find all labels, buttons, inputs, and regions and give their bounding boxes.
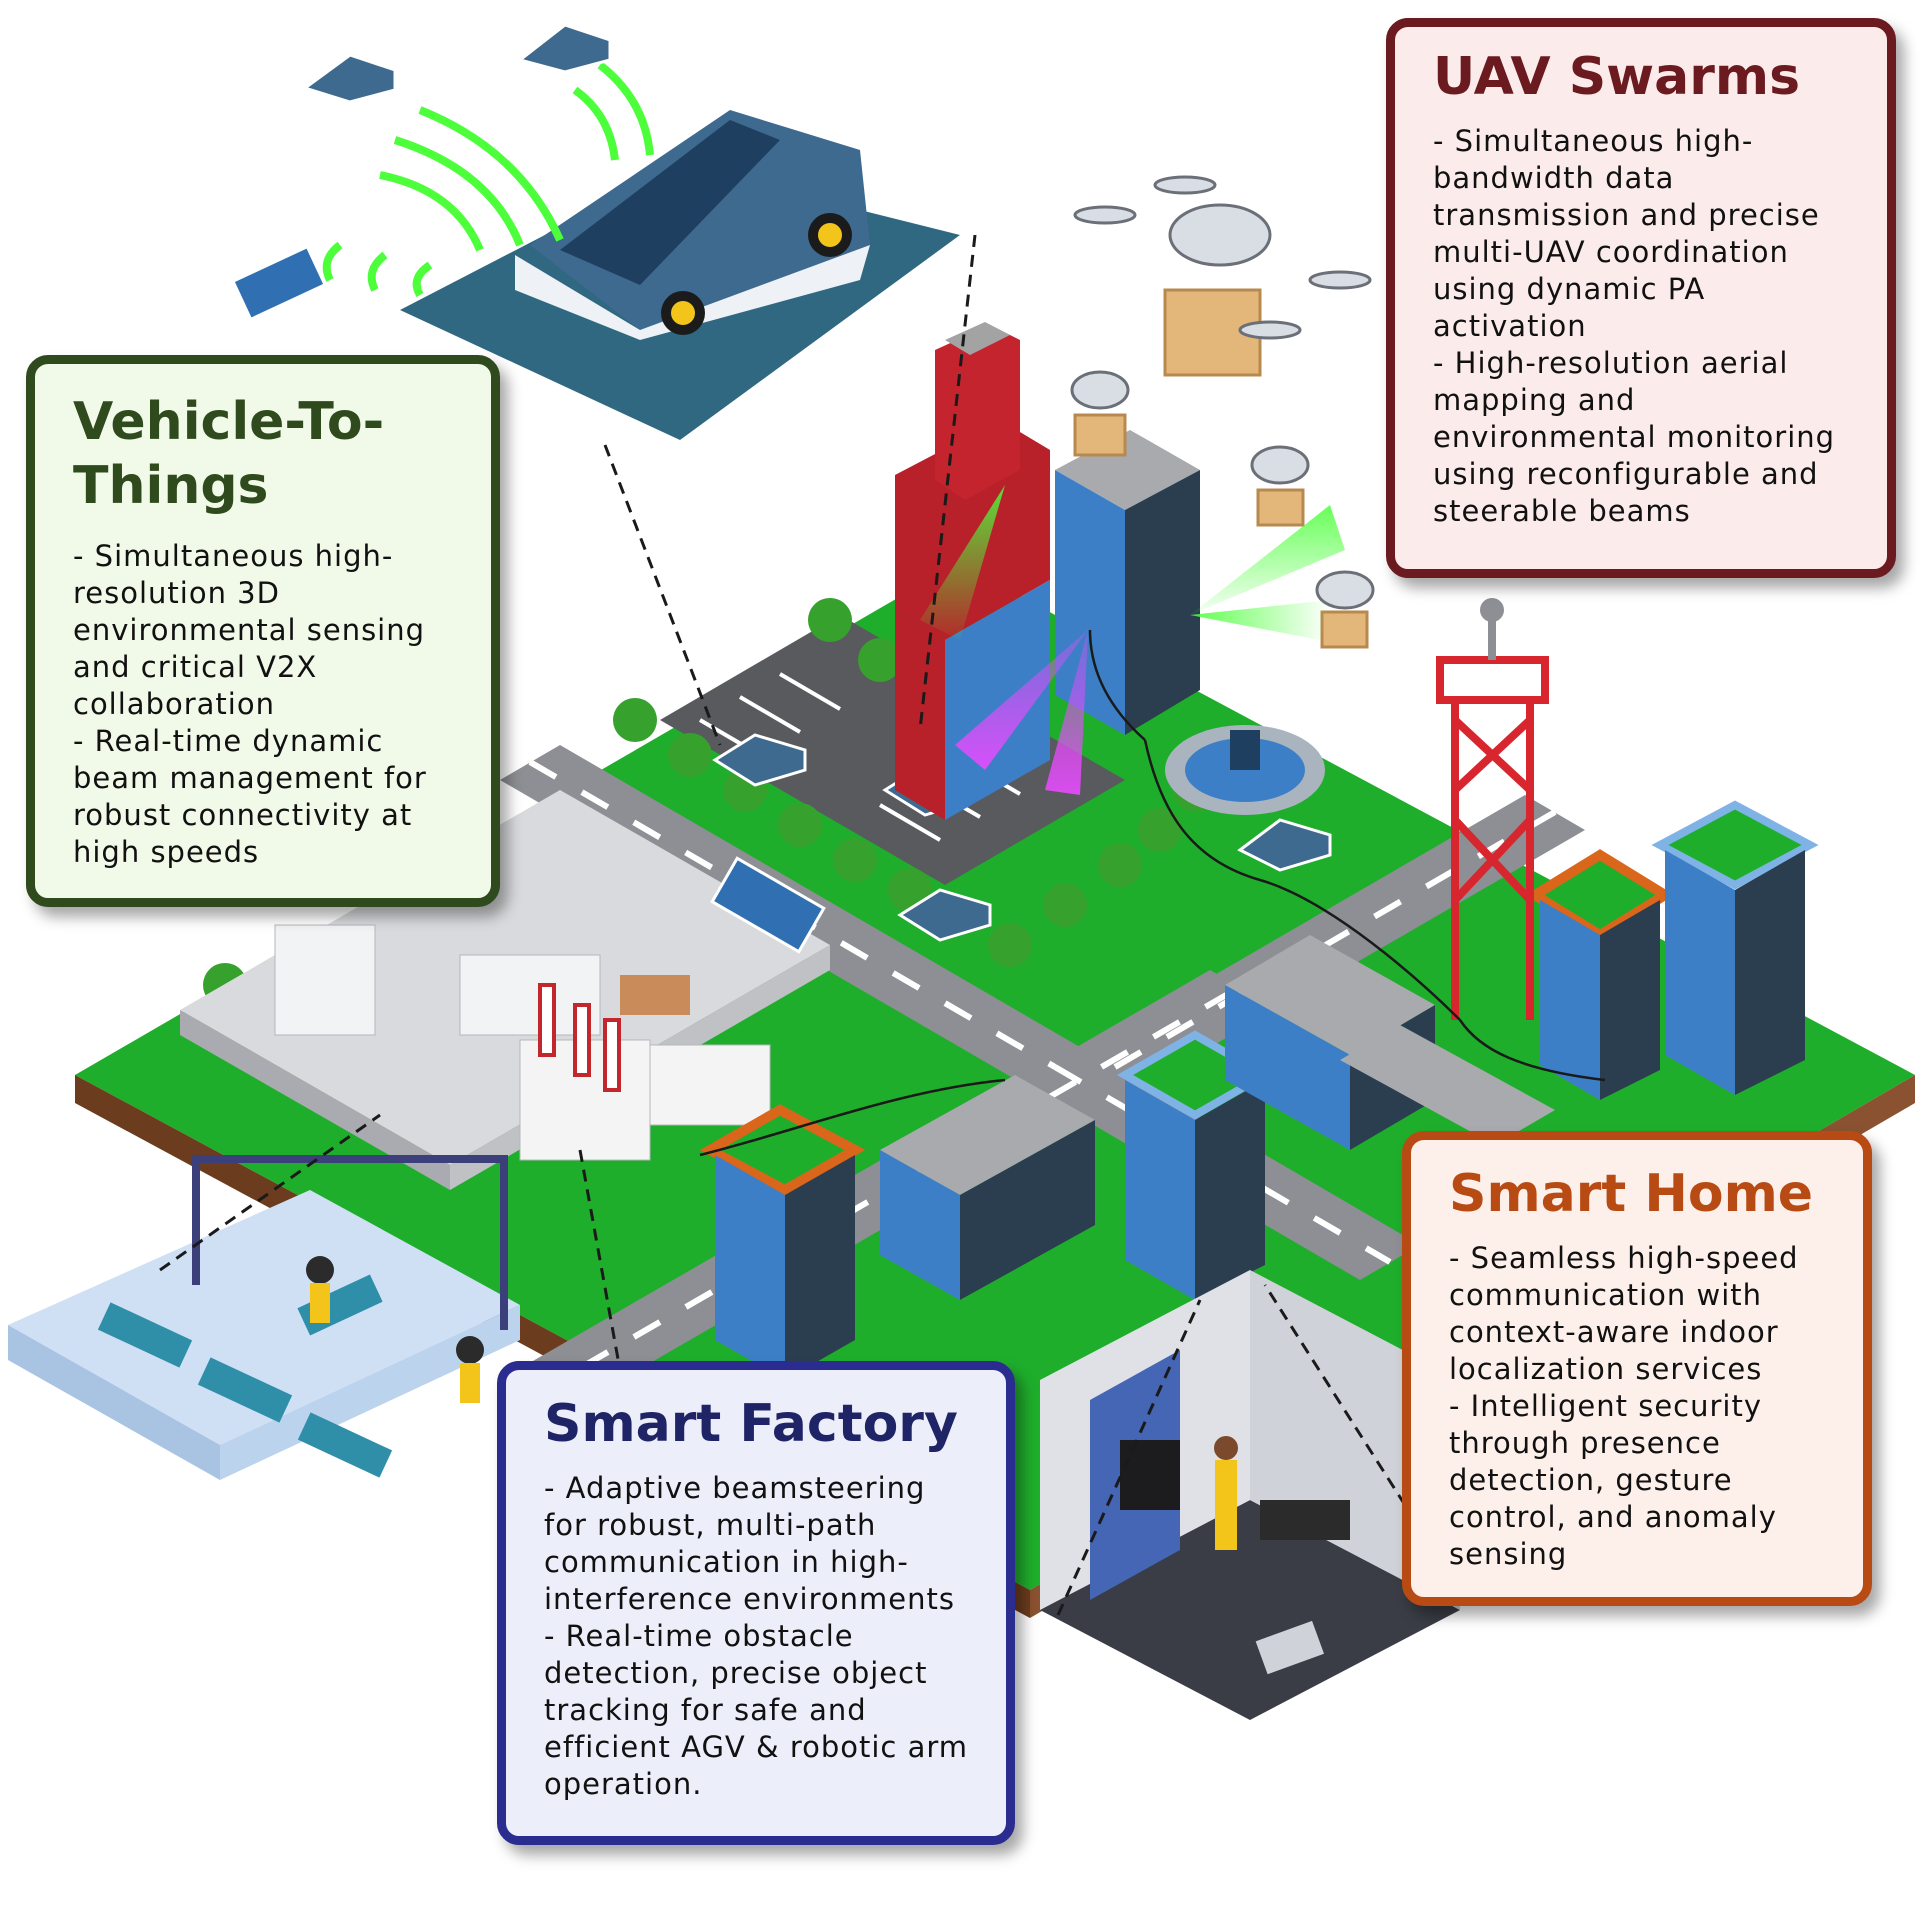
smart-factory-title: Smart Factory [544, 1394, 958, 1454]
cables [699, 629, 1606, 1157]
smart-home-line: through presence [1449, 1426, 1721, 1460]
uav-line: activation [1433, 309, 1587, 343]
smart-home-line: localization services [1449, 1352, 1763, 1386]
uav-line: transmission and precise [1433, 198, 1820, 232]
blue-tower [1055, 430, 1200, 735]
v2x-line: and critical V2X [73, 650, 318, 684]
uav-line: using dynamic PA [1433, 272, 1706, 306]
v2x-card: Vehicle-To-Things - Simultaneous high- r… [26, 355, 500, 907]
smart-factory-line: efficient AGV & robotic arm [544, 1730, 969, 1764]
uav-card: UAV Swarms - Simultaneous high- bandwidt… [1386, 18, 1896, 578]
v2x-line: robust connectivity at [73, 798, 413, 832]
v2x-title: Vehicle-To-Things [73, 392, 385, 516]
smart-factory-line: tracking for safe and [544, 1693, 867, 1727]
smart-factory-line: communication in high- [544, 1545, 909, 1579]
uav-line: - Simultaneous high- [1433, 124, 1754, 158]
orange-buildings [699, 800, 1819, 1380]
v2x-description: - Simultaneous high- resolution 3D envir… [73, 538, 461, 871]
smart-home-line: detection, gesture [1449, 1463, 1733, 1497]
smart-factory-line: detection, precise object [544, 1656, 928, 1690]
smart-home-line: sensing [1449, 1537, 1568, 1571]
uav-line: steerable beams [1433, 494, 1691, 528]
smart-home-line: communication with [1449, 1278, 1763, 1312]
uav-line: bandwidth data [1433, 161, 1675, 195]
uav-line: environmental monitoring [1433, 420, 1836, 454]
smart-home-line: control, and anomaly [1449, 1500, 1777, 1534]
uav-description: - Simultaneous high- bandwidth data tran… [1433, 123, 1857, 530]
v2x-line: high speeds [73, 835, 260, 869]
smart-factory-line: - Real-time obstacle [544, 1619, 854, 1653]
factory-platform [8, 1155, 520, 1480]
smart-home-description: - Seamless high-speed communication with… [1449, 1240, 1833, 1573]
uav-line: multi-UAV coordination [1433, 235, 1789, 269]
v2x-line: collaboration [73, 687, 275, 721]
v2x-line: - Simultaneous high- [73, 539, 394, 573]
smart-factory-card: Smart Factory - Adaptive beamsteering fo… [497, 1361, 1015, 1845]
v2x-signal-waves [322, 61, 654, 298]
v2x-pad [400, 110, 960, 440]
v2x-line: resolution 3D [73, 576, 280, 610]
v2x-line: environmental sensing [73, 613, 426, 647]
smart-factory-description: - Adaptive beamsteering for robust, mult… [544, 1470, 976, 1803]
smart-home-line: - Intelligent security [1449, 1389, 1763, 1423]
smart-factory-line: - Adaptive beamsteering [544, 1471, 926, 1505]
smart-factory-line: interference environments [544, 1582, 955, 1616]
smart-home-card: Smart Home - Seamless high-speed communi… [1402, 1131, 1872, 1606]
smart-home-line: context-aware indoor [1449, 1315, 1779, 1349]
red-tower [895, 322, 1050, 820]
industrial-block [180, 790, 830, 1190]
v2x-line: - Real-time dynamic [73, 724, 384, 758]
callout-arrows [159, 234, 1407, 1616]
uav-line: using reconfigurable and [1433, 457, 1819, 491]
smart-factory-line: for robust, multi-path [544, 1508, 877, 1542]
v2x-line: beam management for [73, 761, 427, 795]
uav-title: UAV Swarms [1433, 47, 1801, 107]
smart-home-title: Smart Home [1449, 1164, 1814, 1224]
uav-line: - High-resolution aerial [1433, 346, 1789, 380]
smart-home-room [1040, 1270, 1460, 1720]
cell-tower [1436, 598, 1549, 1020]
smart-home-line: - Seamless high-speed [1449, 1241, 1799, 1275]
fountain [1165, 725, 1325, 815]
uav-line: mapping and [1433, 383, 1636, 417]
smart-factory-line: operation. [544, 1767, 703, 1801]
